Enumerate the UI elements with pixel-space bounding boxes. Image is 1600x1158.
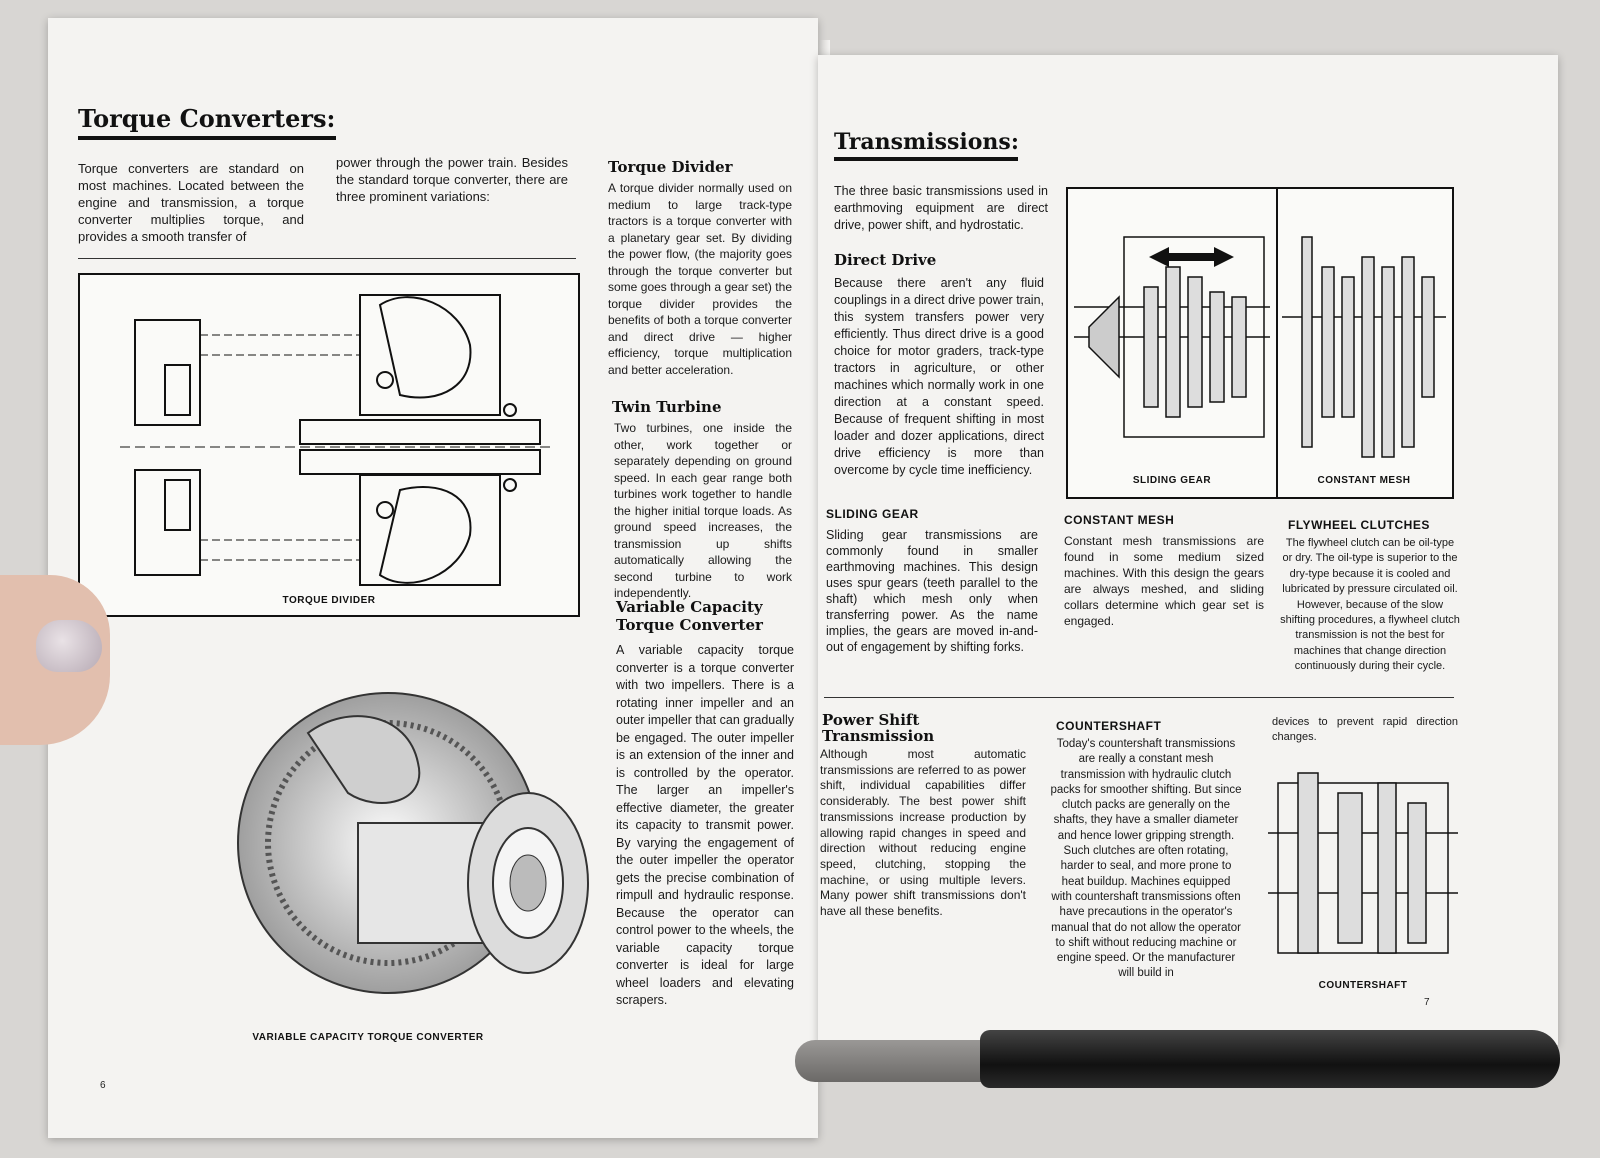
power-shift-heading-2: Transmission [822, 727, 935, 745]
intro-text-col1: Torque converters are standard on most m… [78, 161, 304, 244]
title-underline [78, 136, 336, 140]
figure-divider [1276, 189, 1278, 497]
sliding-gear-caption: SLIDING GEAR [1132, 475, 1212, 486]
transmissions-title: Transmissions: [834, 129, 1019, 155]
torque-divider-caption: TORQUE DIVIDER [282, 595, 376, 606]
sliding-gear-text: Sliding gear transmissions are commonly … [826, 528, 1038, 654]
twin-turbine-text: Two turbines, one inside the other, work… [614, 421, 792, 600]
direct-drive-heading: Direct Drive [834, 251, 937, 269]
constant-mesh-caption: CONSTANT MESH [1317, 475, 1411, 486]
pen [980, 1030, 1560, 1088]
power-shift-heading-1: Power Shift [822, 711, 920, 729]
variable-capacity-text: A variable capacity torque converter is … [616, 643, 794, 1007]
torque-divider-figure: TORQUE DIVIDER [78, 273, 580, 617]
page-number-left: 6 [100, 1080, 106, 1091]
countershaft-text: Today's countershaft transmissions are r… [1050, 738, 1242, 980]
variable-capacity-heading-1: Variable Capacity [616, 598, 763, 616]
transmissions-intro: The three basic transmissions used in ea… [834, 184, 1048, 232]
constant-mesh-text: Constant mesh transmissions are found in… [1064, 534, 1264, 628]
constant-mesh-heading: CONSTANT MESH [1064, 513, 1175, 527]
sliding-gear-diagram [1074, 236, 1270, 438]
glitter-nail [36, 620, 102, 672]
torque-divider-text: A torque divider normally used on medium… [608, 181, 792, 377]
title-underline-right [834, 157, 1018, 161]
variable-capacity-illustration [237, 692, 589, 994]
direct-drive-text: Because there aren't any fluid couplings… [834, 276, 1044, 477]
torque-divider-diagram [120, 294, 550, 586]
page-title: Torque Converters: [78, 104, 336, 133]
countershaft-diagram [1268, 772, 1458, 954]
section-divider [824, 697, 1454, 698]
countershaft-caption: COUNTERSHAFT [1318, 980, 1408, 991]
right-page: Transmissions: The three basic transmiss… [818, 55, 1558, 1045]
power-shift-text: Although most automatic transmissions ar… [820, 747, 1026, 919]
divider [78, 258, 576, 259]
transmission-gear-figures: SLIDING GEAR CONSTANT MESH [1066, 187, 1454, 499]
intro-text-col2: power through the power train. Besides t… [336, 155, 568, 204]
sliding-gear-heading: SLIDING GEAR [826, 507, 919, 521]
twin-turbine-heading: Twin Turbine [612, 398, 722, 416]
page-number-right: 7 [1424, 997, 1430, 1008]
countershaft-heading: COUNTERSHAFT [1056, 719, 1162, 733]
flywheel-clutches-heading: FLYWHEEL CLUTCHES [1288, 518, 1430, 532]
variable-capacity-caption: VARIABLE CAPACITY TORQUE CONVERTER [252, 1032, 484, 1043]
constant-mesh-diagram [1282, 236, 1446, 458]
torque-divider-heading: Torque Divider [608, 158, 733, 176]
flywheel-clutches-text: The flywheel clutch can be oil-type or d… [1280, 537, 1460, 673]
pen-tip [795, 1040, 985, 1082]
left-page: Torque Converters: Torque converters are… [48, 18, 818, 1138]
variable-capacity-heading-2: Torque Converter [616, 616, 763, 634]
countershaft-continued-text: devices to prevent rapid direction chang… [1272, 716, 1458, 743]
